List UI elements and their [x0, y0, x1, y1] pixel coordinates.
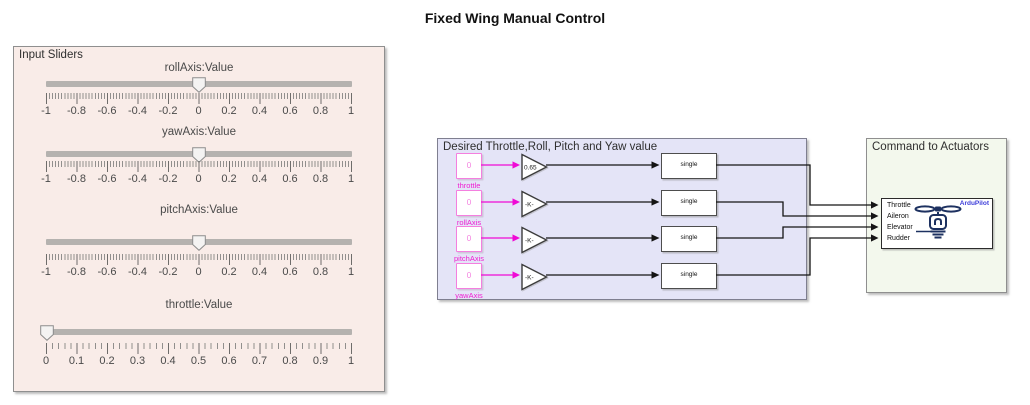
tick-label: 0.4: [160, 355, 176, 367]
tick-label: 0.8: [312, 173, 329, 185]
ardupilot-block[interactable]: ArduPilot Throttle Aileron Elevator Rudd…: [881, 198, 993, 249]
tick-label: 0: [42, 355, 50, 367]
tick-label: -0.4: [128, 173, 147, 185]
tick-label: -1: [41, 266, 51, 278]
tick-label: 1: [347, 266, 355, 278]
helicopter-icon: [914, 205, 962, 239]
slider-label: rollAxis:Value: [164, 62, 234, 74]
tick-label: -0.6: [97, 105, 117, 117]
tick-marks: [46, 343, 352, 354]
tick-label: -0.8: [67, 105, 86, 117]
slider-thumb[interactable]: [40, 325, 54, 341]
gain-block-yawaxis[interactable]: -K-: [521, 263, 548, 291]
tick-label: 0.2: [99, 355, 115, 367]
panel-title: Input Sliders: [19, 49, 83, 61]
gain-block-pitchaxis[interactable]: -K-: [521, 226, 548, 254]
port-label-throttle: Throttle: [887, 202, 911, 209]
tick-label: 0.6: [282, 266, 298, 278]
port-label-elevator: Elevator: [887, 224, 913, 231]
tick-label: 0.7: [251, 355, 268, 367]
tick-label: 0.8: [282, 355, 298, 367]
datatype-conversion-block[interactable]: single: [661, 153, 717, 179]
tick-marks: [46, 93, 352, 104]
tick-label: 0.6: [221, 355, 237, 367]
datatype-conversion-block[interactable]: single: [661, 226, 717, 252]
svg-text:0.65: 0.65: [524, 165, 537, 172]
tick-labels-row: 0 0.1 0.2 0.3 0.4 0.5 0.6 0.7 0.8 0.9 1: [42, 355, 355, 368]
port-label-rudder: Rudder: [887, 235, 910, 242]
tick-label: 1: [347, 173, 355, 185]
tick-labels-row: -1 -0.8 -0.6 -0.4 -0.2 0 0.2 0.4 0.6 0.8 1: [41, 105, 355, 118]
tick-label: -0.8: [67, 173, 86, 185]
input-block-throttle[interactable]: 0: [456, 153, 482, 179]
tick-label: -0.4: [128, 266, 147, 278]
tick-marks: [46, 161, 352, 172]
slider-label: throttle:Value: [165, 299, 233, 311]
input-block-yawaxis[interactable]: 0: [456, 263, 482, 289]
tick-label: -0.8: [67, 266, 86, 278]
tick-label: -0.2: [158, 266, 178, 278]
tick-label: 0.2: [221, 266, 237, 278]
tick-label: -0.2: [158, 105, 178, 117]
svg-text:-K-: -K-: [525, 238, 534, 245]
tick-label: 0.2: [221, 105, 237, 117]
tick-marks: [46, 254, 352, 265]
tick-label: 0.3: [129, 355, 146, 367]
slider-thumb[interactable]: [192, 235, 206, 251]
slider-thumb[interactable]: [192, 147, 206, 163]
tick-label: -0.4: [128, 105, 147, 117]
ardupilot-block-label: ArduPilot: [959, 200, 989, 207]
slider-track[interactable]: [46, 329, 352, 335]
gain-block-throttle[interactable]: 0.65: [521, 153, 548, 181]
datatype-conversion-block[interactable]: single: [661, 263, 717, 289]
slider-label: pitchAxis:Value: [160, 204, 238, 216]
tick-label: 0.6: [282, 173, 298, 185]
input-block-label: pitchAxis: [453, 254, 484, 263]
tick-labels-row: -1 -0.8 -0.6 -0.4 -0.2 0 0.2 0.4 0.6 0.8 1: [41, 266, 355, 279]
svg-text:-K-: -K-: [525, 275, 534, 282]
tick-label: 0.9: [312, 355, 329, 367]
input-block-label: rollAxis: [456, 218, 482, 227]
tick-label: -0.6: [97, 266, 117, 278]
slider-label: yawAxis:Value: [162, 126, 236, 138]
tick-label: 0.1: [68, 355, 85, 367]
tick-label: 0.4: [251, 266, 268, 278]
tick-label: 0.4: [251, 173, 268, 185]
input-block-rollaxis[interactable]: 0: [456, 190, 482, 216]
input-block-label: yawAxis: [455, 291, 483, 300]
input-block-pitchaxis[interactable]: 0: [456, 226, 482, 252]
svg-text:-K-: -K-: [525, 202, 534, 209]
tick-label: 0.5: [190, 355, 207, 367]
tick-label: 1: [347, 355, 355, 367]
tick-label: -1: [41, 105, 51, 117]
tick-label: 0.4: [251, 105, 268, 117]
panel-title: Command to Actuators: [872, 141, 989, 153]
command-to-actuators-panel[interactable]: Command to Actuators ArduPilot Throttle …: [866, 138, 1007, 293]
page-title: Fixed Wing Manual Control: [424, 10, 606, 26]
datatype-conversion-block[interactable]: single: [661, 190, 717, 216]
tick-label: 1: [347, 105, 355, 117]
tick-label: 0: [195, 105, 202, 117]
tick-label: 0: [195, 173, 202, 185]
tick-label: 0.2: [221, 173, 237, 185]
tick-label: 0: [195, 266, 202, 278]
port-label-aileron: Aileron: [887, 213, 909, 220]
input-sliders-panel[interactable]: Input Sliders rollAxis:Value -1-0.8-0.6-…: [13, 46, 385, 392]
panel-title: Desired Throttle,Roll, Pitch and Yaw val…: [443, 141, 658, 153]
input-block-label: throttle: [457, 181, 481, 190]
tick-label: 0.8: [312, 105, 329, 117]
tick-label: -1: [41, 173, 51, 185]
tick-label: -0.6: [97, 173, 117, 185]
slider-thumb[interactable]: [192, 77, 206, 93]
desired-values-panel[interactable]: Desired Throttle,Roll, Pitch and Yaw val…: [437, 138, 807, 300]
tick-labels-row: -1 -0.8 -0.6 -0.4 -0.2 0 0.2 0.4 0.6 0.8 1: [41, 173, 355, 186]
tick-label: -0.2: [158, 173, 178, 185]
gain-block-rollaxis[interactable]: -K-: [521, 190, 548, 218]
tick-label: 0.8: [312, 266, 329, 278]
tick-label: 0.6: [282, 105, 298, 117]
